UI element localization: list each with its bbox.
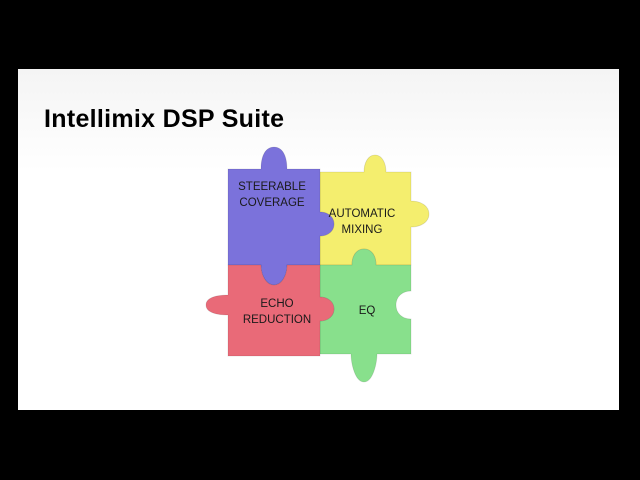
steerable-label-line1: STEERABLE bbox=[238, 181, 306, 193]
eq-label: EQ bbox=[359, 305, 376, 317]
puzzle-diagram: STEERABLE COVERAGE AUTOMATIC MIXING ECHO… bbox=[205, 146, 430, 383]
slide: Intellimix DSP Suite STEERABLE COVERAGE … bbox=[18, 69, 619, 410]
automatic-label-line2: MIXING bbox=[342, 224, 383, 236]
puzzle-piece-echo-reduction bbox=[205, 264, 335, 357]
echo-label-line1: ECHO bbox=[260, 298, 293, 310]
automatic-label-line1: AUTOMATIC bbox=[329, 208, 396, 220]
steerable-label-line2: COVERAGE bbox=[239, 197, 305, 209]
echo-label-line2: REDUCTION bbox=[243, 314, 311, 326]
slide-title: Intellimix DSP Suite bbox=[44, 105, 285, 133]
puzzle-piece-steerable-coverage bbox=[227, 146, 335, 286]
